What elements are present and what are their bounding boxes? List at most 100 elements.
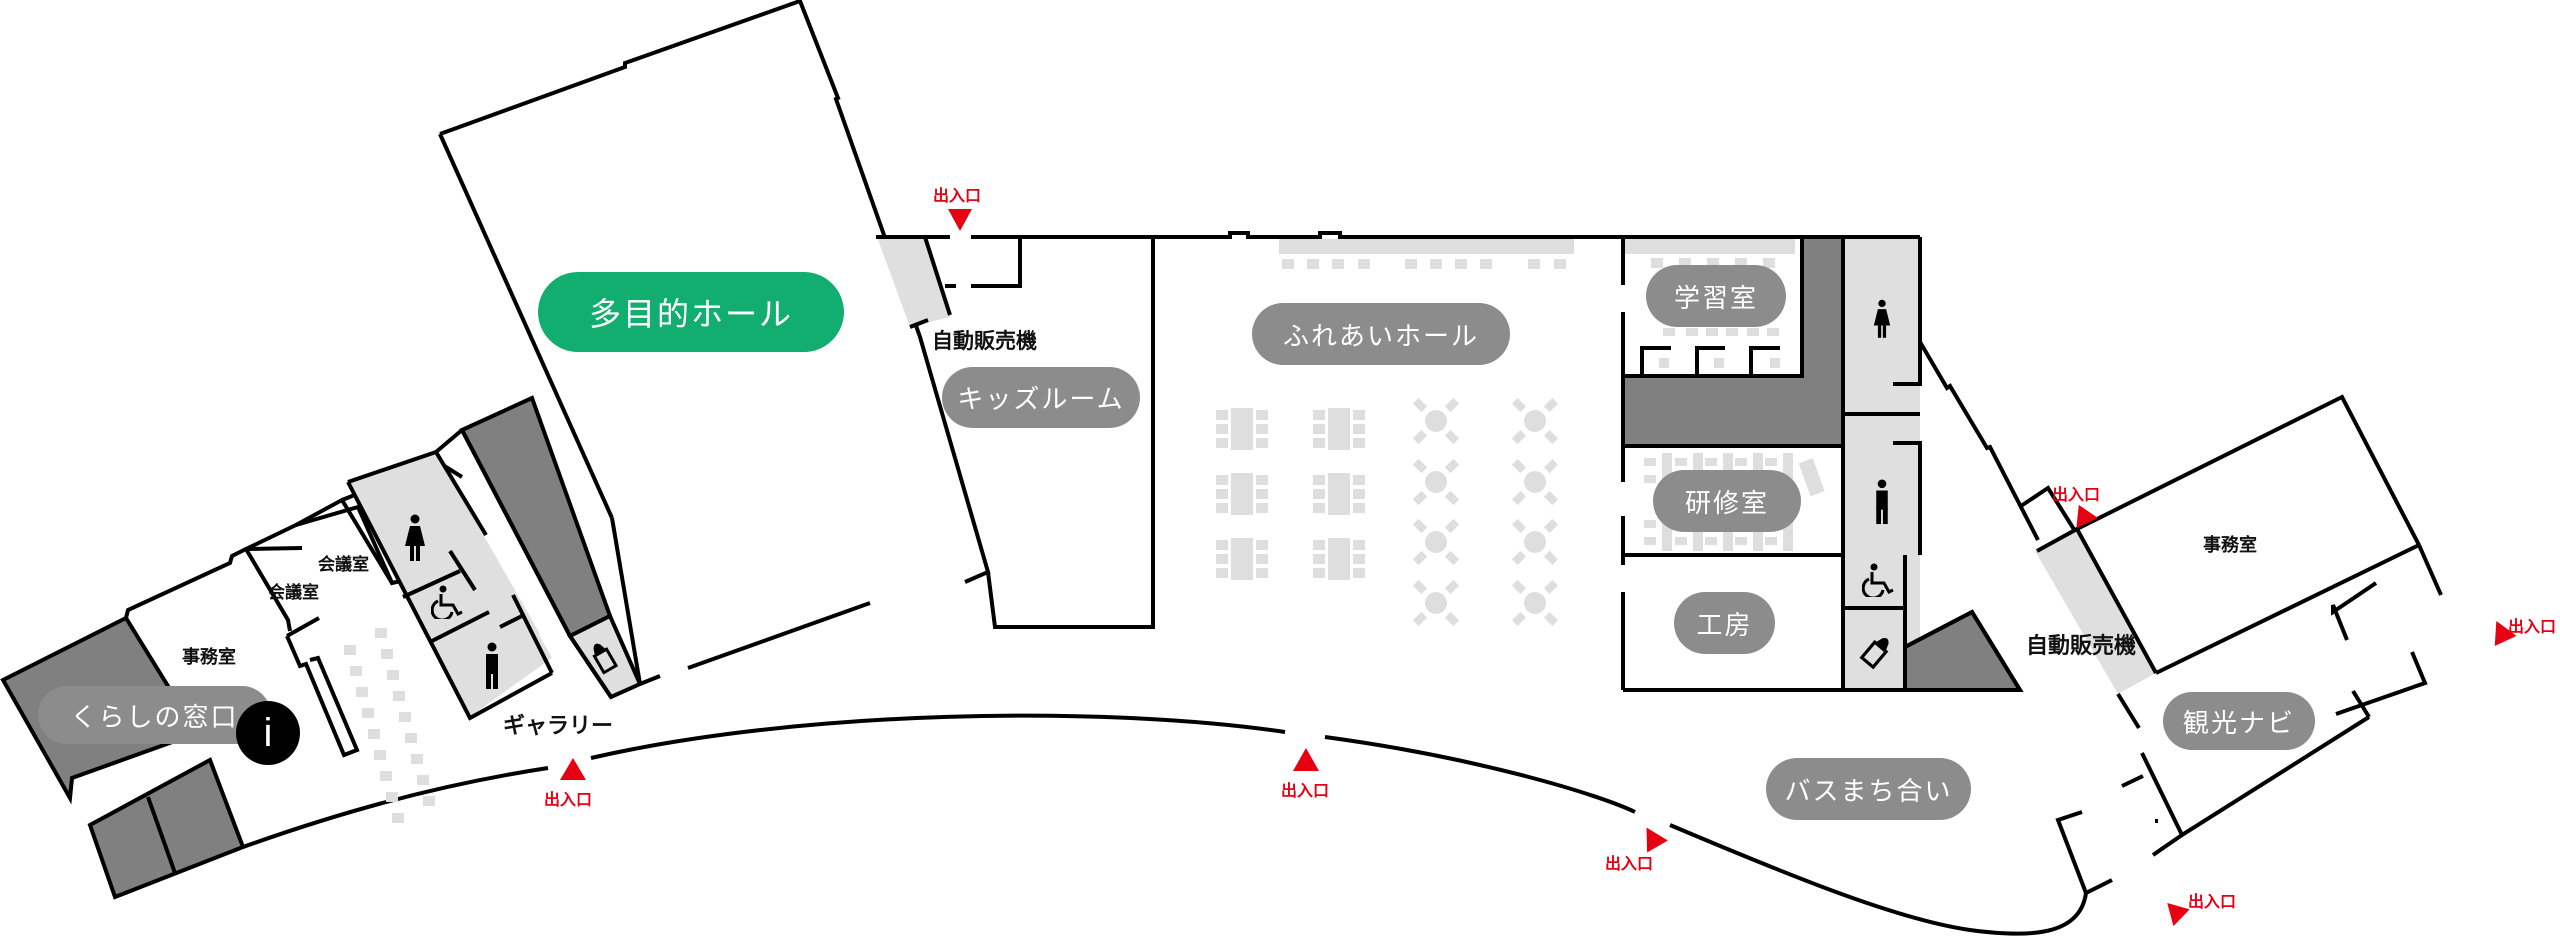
room-label-kurashi-window[interactable]: くらしの窓口 xyxy=(38,686,271,744)
chair xyxy=(1353,540,1365,550)
chair xyxy=(1313,503,1325,513)
room-label-workshop[interactable]: 工房 xyxy=(1674,592,1775,654)
stool xyxy=(1430,259,1442,269)
restricted-area-right xyxy=(1903,609,2024,692)
chair xyxy=(1511,429,1527,445)
chair xyxy=(1256,554,1268,564)
chair xyxy=(1444,490,1460,506)
chair xyxy=(1216,438,1228,448)
chair xyxy=(1765,458,1777,466)
chair xyxy=(1256,503,1268,513)
chair xyxy=(1216,475,1228,485)
seat xyxy=(386,792,398,802)
chair xyxy=(1705,458,1717,466)
seat xyxy=(399,712,411,722)
entrance-label-bottom-right-curve: 出入口 xyxy=(1605,854,1654,873)
stool xyxy=(1707,258,1719,268)
stool xyxy=(1332,259,1344,269)
stool xyxy=(1358,259,1370,269)
room-label-fureai-hall[interactable]: ふれあいホール xyxy=(1252,303,1510,365)
entrance-arrow-bottom-center[interactable] xyxy=(1293,748,1319,771)
stool xyxy=(1679,258,1691,268)
chair xyxy=(1735,458,1747,466)
desk xyxy=(1798,458,1825,497)
seat xyxy=(417,775,429,785)
seat xyxy=(374,750,386,760)
round-table xyxy=(1524,531,1546,553)
round-table xyxy=(1524,592,1546,614)
chair xyxy=(1644,458,1656,466)
seat xyxy=(387,670,399,680)
chair xyxy=(1216,424,1228,434)
seat xyxy=(350,666,362,676)
table xyxy=(1328,473,1350,515)
chair xyxy=(1511,397,1527,413)
chair xyxy=(1216,489,1228,499)
stool xyxy=(1686,328,1698,336)
stool xyxy=(1455,259,1467,269)
chair xyxy=(1313,568,1325,578)
chair xyxy=(1353,489,1365,499)
chair xyxy=(1412,490,1428,506)
round-table xyxy=(1524,410,1546,432)
entrance-arrow-bottom-left[interactable] xyxy=(560,758,586,780)
info-icon[interactable]: i xyxy=(236,701,300,765)
chair xyxy=(1444,458,1460,474)
round-table xyxy=(1524,471,1546,493)
chair xyxy=(1256,410,1268,420)
chair xyxy=(1216,410,1228,420)
multipurpose-hall-walls xyxy=(439,0,991,584)
chair xyxy=(1412,397,1428,413)
chair xyxy=(1256,424,1268,434)
chair xyxy=(1353,554,1365,564)
seat xyxy=(405,733,417,743)
stool xyxy=(1767,328,1779,336)
chair xyxy=(1353,424,1365,434)
seat xyxy=(344,645,356,655)
stool xyxy=(1651,258,1663,268)
chair xyxy=(1543,397,1559,413)
room-label-tourism-navi[interactable]: 観光ナビ xyxy=(2163,692,2315,750)
chair xyxy=(1353,503,1365,513)
chair xyxy=(1353,438,1365,448)
chair xyxy=(1644,520,1656,528)
chair xyxy=(1675,537,1687,545)
room-label-multipurpose-hall[interactable]: 多目的ホール xyxy=(538,272,844,352)
chair xyxy=(1444,518,1460,534)
chair xyxy=(1256,568,1268,578)
chair xyxy=(1313,554,1325,564)
room-label-training-room[interactable]: 研修室 xyxy=(1653,470,1801,532)
label-vending-right: 自動販売機 xyxy=(2026,634,2137,659)
baby-bottle-icon-left xyxy=(592,643,619,675)
chair xyxy=(1543,458,1559,474)
chair xyxy=(1511,518,1527,534)
room-label-kids-room[interactable]: キッズルーム xyxy=(942,367,1140,428)
vending-area-right xyxy=(2035,529,2156,694)
chair xyxy=(1313,475,1325,485)
entrance-label-bottom-right: 出入口 xyxy=(2188,892,2237,911)
carrel-chair xyxy=(1714,358,1724,368)
chair xyxy=(1353,410,1365,420)
chair xyxy=(1511,611,1527,627)
chair xyxy=(1543,429,1559,445)
room-label-bus-waiting[interactable]: バスまち合い xyxy=(1766,758,1971,820)
entrance-arrow-top-center[interactable] xyxy=(948,209,972,231)
chair xyxy=(1412,458,1428,474)
stool xyxy=(1307,259,1319,269)
chair xyxy=(1313,424,1325,434)
entrance-label-bottom-left: 出入口 xyxy=(544,790,593,809)
stool xyxy=(1726,328,1738,336)
baby-bottle-icon-right xyxy=(1859,638,1889,670)
chair xyxy=(1444,397,1460,413)
chair xyxy=(1543,518,1559,534)
round-table xyxy=(1425,410,1447,432)
chair xyxy=(1444,429,1460,445)
chair xyxy=(1705,537,1717,545)
male-restroom-icon-left xyxy=(486,642,498,689)
room-label-study-room[interactable]: 学習室 xyxy=(1646,265,1786,327)
seat xyxy=(423,796,435,806)
carrel-chair xyxy=(1659,358,1669,368)
stool xyxy=(1663,328,1675,336)
chair xyxy=(1412,518,1428,534)
